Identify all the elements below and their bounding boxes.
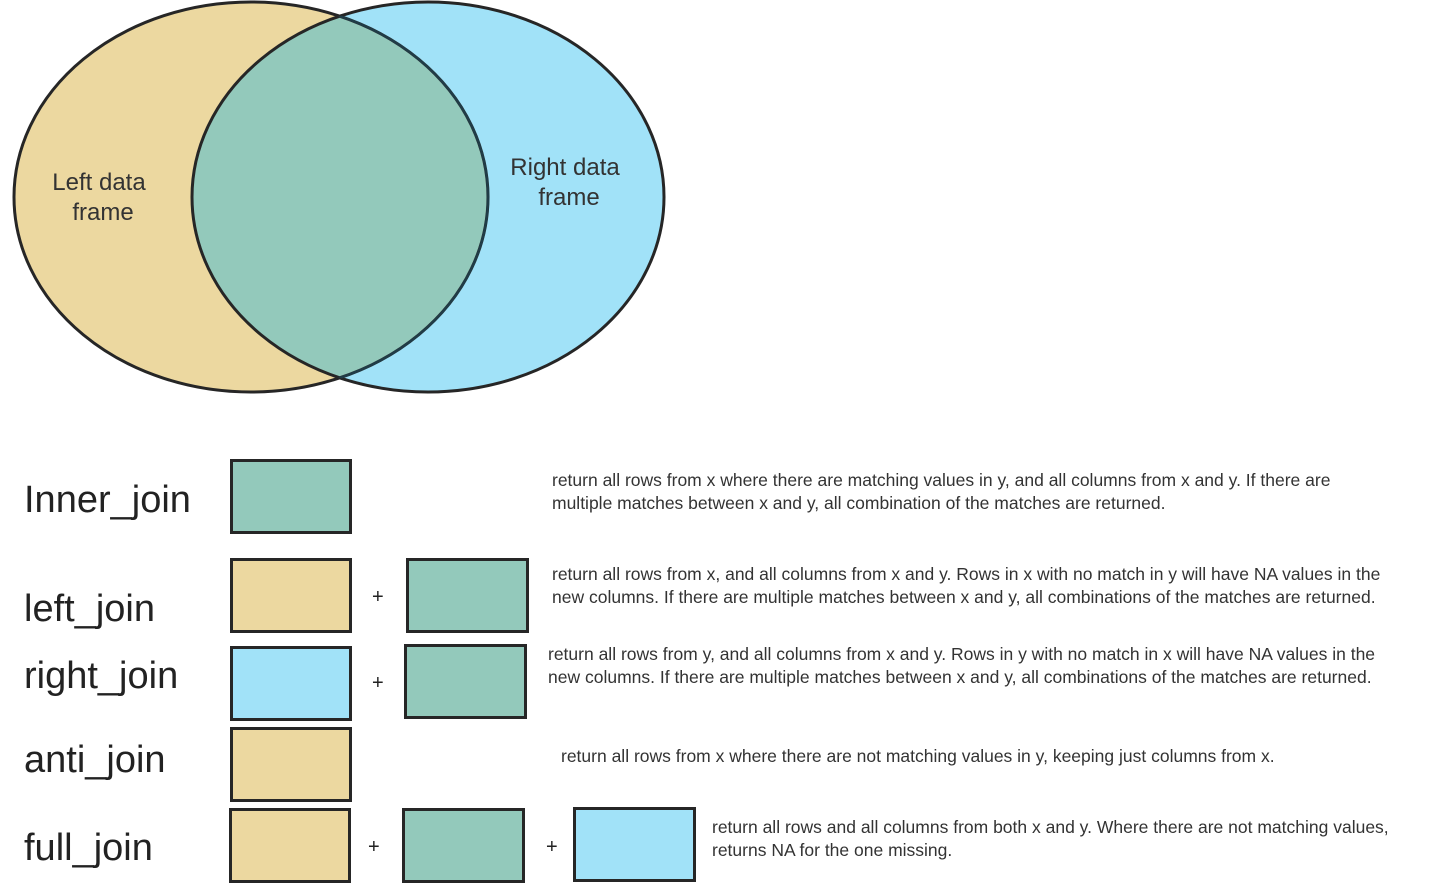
right-join-right-swatch xyxy=(230,646,352,721)
right-join-overlap-swatch xyxy=(404,644,527,719)
anti-join-description: return all rows from x where there are n… xyxy=(561,746,1275,766)
left-join-description: return all rows from x, and all columns … xyxy=(552,564,1381,607)
overlap-boundary xyxy=(192,2,490,392)
full-join-plus-1: + xyxy=(368,836,380,858)
full-join-description: return all rows and all columns from bot… xyxy=(712,817,1389,860)
left-join-overlap-swatch xyxy=(406,558,529,633)
join-name-left: left_join xyxy=(24,588,155,630)
venn-diagram: Left data frame Right data frame xyxy=(12,0,666,394)
left-data-frame-label-line1: Left data xyxy=(52,169,146,196)
full-join-overlap-swatch xyxy=(402,808,525,883)
left-join-plus: + xyxy=(372,586,384,608)
inner-join-description: return all rows from x where there are m… xyxy=(552,470,1331,513)
join-name-anti: anti_join xyxy=(24,739,166,781)
join-name-right: right_join xyxy=(24,655,179,697)
right-data-frame-label-line2: frame xyxy=(538,184,599,211)
right-join-description: return all rows from y, and all columns … xyxy=(548,644,1376,687)
left-data-frame-label-line2: frame xyxy=(72,199,133,226)
full-join-plus-2: + xyxy=(546,836,558,858)
full-join-left-swatch xyxy=(229,808,351,883)
right-data-frame-label-line1: Right data xyxy=(510,154,620,181)
join-name-inner: Inner_join xyxy=(24,479,191,521)
right-join-plus: + xyxy=(372,672,384,694)
full-join-right-swatch xyxy=(573,807,696,882)
inner-join-overlap-swatch xyxy=(230,459,352,534)
left-join-left-swatch xyxy=(230,558,352,633)
join-name-full: full_join xyxy=(24,827,153,869)
anti-join-left-swatch xyxy=(230,727,352,802)
overlap-region xyxy=(192,2,488,392)
